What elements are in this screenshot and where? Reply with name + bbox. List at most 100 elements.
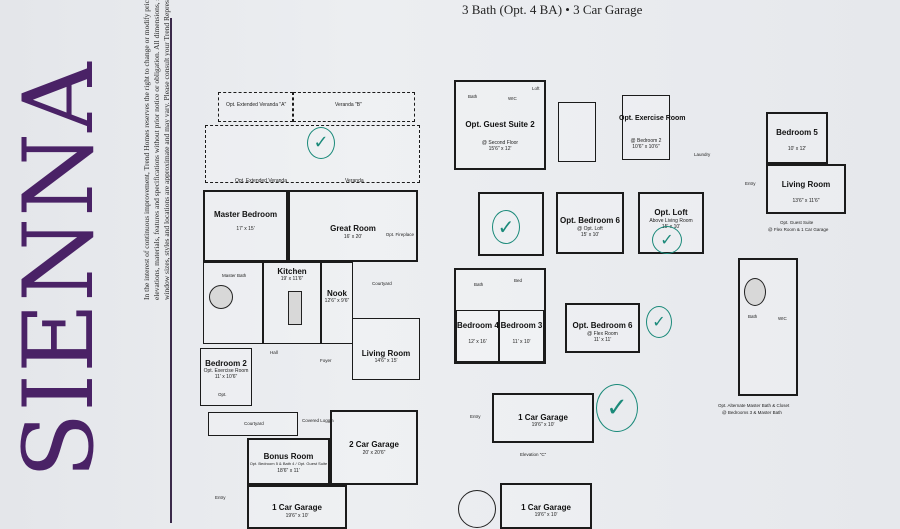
opt-label: Opt. bbox=[218, 392, 227, 397]
bedroom-4-name: Bedroom 4 bbox=[457, 321, 499, 330]
courtyard-2-label: Courtyard bbox=[244, 421, 264, 426]
great-room: Great Room 16' x 20' Opt. Fireplace bbox=[288, 190, 418, 262]
veranda-label: Veranda bbox=[345, 178, 364, 184]
checkmark-icon: ✓ bbox=[646, 306, 672, 338]
master-bedroom-name: Master Bedroom bbox=[213, 210, 278, 219]
living-room: Living Room 14'6" x 15' bbox=[352, 318, 420, 380]
alt-bath-sub: @ Bedrooms 3 & Master Bath bbox=[722, 410, 782, 415]
courtyard-2: Courtyard bbox=[208, 412, 298, 436]
nook-dim: 12'6" x 9'6" bbox=[324, 298, 350, 304]
bedroom-2-dim: 11' x 10'6" bbox=[214, 374, 238, 380]
nook-name: Nook bbox=[327, 289, 347, 298]
bonus-room-name: Bonus Room bbox=[263, 452, 314, 461]
master-bedroom-dim: 17' x 15' bbox=[236, 226, 255, 232]
guest-bath-label: Bath bbox=[468, 94, 478, 99]
master-bedroom: Master Bedroom 17' x 15' bbox=[203, 190, 288, 262]
bedroom-5: Bedroom 5 10' x 12' bbox=[766, 112, 828, 164]
bedroom-bath-label: Bath bbox=[474, 282, 484, 287]
bedroom-2: Bedroom 2 Opt. Exercise Room 11' x 10'6" bbox=[200, 348, 252, 406]
guest-suite-2-dim: 15'6" x 12' bbox=[488, 146, 512, 152]
bedroom-2-sub: Opt. Exercise Room bbox=[203, 368, 249, 374]
opt-bedroom-6: Opt. Bedroom 6 @ Opt. Loft 15' x 10' bbox=[556, 192, 624, 254]
master-bath: Master Bath bbox=[203, 262, 263, 344]
kitchen-dim: 19' x 11'6" bbox=[280, 276, 304, 282]
opt-bedroom-6-flex: Opt. Bedroom 6 @ Flex Room 11' x 11' bbox=[565, 303, 640, 353]
one-car-garage-option-b: 1 Car Garage 19'6" x 10' bbox=[500, 483, 592, 529]
alt-bath-label: Bath bbox=[748, 314, 758, 319]
exercise-dim: 10'6" x 10'6" bbox=[632, 144, 660, 150]
opt-exercise-room: Opt. Exercise Room @ Bedroom 2 10'6" x 1… bbox=[619, 95, 686, 160]
round-entry bbox=[458, 490, 496, 528]
one-car-garage-dim: 19'6" x 10' bbox=[285, 513, 309, 519]
bedroom-6-name: Opt. Bedroom 6 bbox=[559, 216, 620, 225]
veranda-a-label: Opt. Extended Veranda "A" bbox=[226, 102, 287, 108]
bedroom-5-name: Bedroom 5 bbox=[776, 128, 818, 137]
covered-loggia-label: Covered Loggia bbox=[302, 418, 334, 423]
tub-icon bbox=[209, 285, 233, 309]
two-car-garage-dim: 20' x 20'6" bbox=[362, 450, 386, 456]
garage-1-name: 1 Car Garage bbox=[518, 413, 568, 422]
fireplace-label: Opt. Fireplace bbox=[385, 232, 414, 237]
guest-suite-name: Opt. Guest Suite bbox=[780, 220, 814, 225]
checkmark-icon: ✓ bbox=[596, 384, 638, 432]
checkmark-icon: ✓ bbox=[652, 226, 682, 254]
bedroom-6-sub: @ Opt. Loft bbox=[577, 226, 603, 232]
great-room-name: Great Room bbox=[330, 224, 376, 233]
ext-veranda-label: Opt. Extended Veranda bbox=[235, 178, 287, 184]
two-car-garage: 2 Car Garage 20' x 20'6" bbox=[330, 410, 418, 485]
nook: Nook 12'6" x 9'6" bbox=[321, 262, 353, 344]
living-room-2-dim: 13'6" x 11'6" bbox=[792, 198, 820, 204]
veranda-b-label: Veranda "B" bbox=[335, 102, 362, 108]
foyer-label: Foyer bbox=[320, 358, 332, 363]
living-room-dim: 14'6" x 15' bbox=[374, 358, 398, 364]
garage-1b-dim: 19'6" x 10' bbox=[534, 512, 558, 518]
courtyard-label: Courtyard bbox=[372, 281, 392, 286]
bedroom-6b-sub: @ Flex Room bbox=[587, 331, 618, 337]
alt-bath-name: Opt. Alternate Master Bath & Closet bbox=[718, 403, 790, 408]
elevation-label: Elevation "C" bbox=[520, 452, 547, 457]
alt-tub-icon bbox=[744, 278, 766, 306]
two-car-garage-name: 2 Car Garage bbox=[349, 440, 399, 449]
guest-suite-sub: @ Flex Room & 1 Car Garage bbox=[768, 227, 829, 232]
bedroom-6b-dim: 11' x 11' bbox=[593, 337, 612, 343]
extended-veranda-a bbox=[218, 92, 293, 122]
guest-loft-label: Loft bbox=[532, 86, 540, 91]
bonus-room-sub: Opt. Bedroom 5 & Bath 4 / Opt. Guest Sui… bbox=[249, 461, 328, 466]
bedroom-3-name: Bedroom 3 bbox=[500, 321, 543, 330]
checkmark-icon: ✓ bbox=[307, 127, 335, 159]
veranda-b bbox=[293, 92, 415, 122]
living-room-guest: Living Room 13'6" x 11'6" bbox=[766, 164, 846, 214]
great-room-dim: 16' x 20' bbox=[343, 234, 363, 240]
kitchen-island bbox=[288, 291, 302, 325]
bedroom-3: Bedroom 3 11' x 10' bbox=[499, 310, 544, 362]
laundry-label: Laundry bbox=[694, 152, 711, 157]
bed-label: Bed bbox=[514, 278, 523, 283]
master-bath-label: Master Bath bbox=[222, 273, 247, 278]
garage-1-dim: 19'6" x 10' bbox=[531, 422, 555, 428]
guest-wic-label: WIC bbox=[508, 96, 517, 101]
option-entry-label: Entry bbox=[470, 414, 481, 419]
one-car-garage: 1 Car Garage 19'6" x 10' bbox=[247, 485, 347, 529]
bedroom-6-dim: 15' x 10' bbox=[580, 232, 600, 238]
bedroom-4: Bedroom 4 12' x 16' bbox=[456, 310, 499, 362]
living-room-name: Living Room bbox=[361, 349, 411, 358]
bedroom-5-dim: 10' x 12' bbox=[787, 146, 807, 152]
bedroom-3-dim: 11' x 10' bbox=[512, 339, 531, 345]
bonus-room-dim: 18'6" x 11' bbox=[277, 468, 300, 474]
divider-rule bbox=[170, 18, 172, 523]
guest-suite-2-sub: @ Second Floor bbox=[481, 140, 519, 146]
kitchen-name: Kitchen bbox=[277, 267, 307, 276]
living-room-2-name: Living Room bbox=[781, 180, 831, 189]
exercise-sub: @ Bedroom 2 bbox=[630, 138, 662, 144]
opt-loft-name: Opt. Loft bbox=[654, 208, 688, 217]
hall-label: Hall bbox=[270, 350, 278, 355]
opt-guest-suite-2: Bath WIC Loft Opt. Guest Suite 2 @ Secon… bbox=[454, 80, 546, 170]
one-car-garage-option: 1 Car Garage 19'6" x 10' bbox=[492, 393, 594, 443]
opt-loft-sub: Above Living Room bbox=[649, 218, 693, 224]
alt-wic-label: WIC bbox=[778, 316, 787, 321]
kitchen: Kitchen 19' x 11'6" bbox=[263, 262, 321, 344]
alternate-master-bath: Bath WIC bbox=[738, 258, 798, 396]
